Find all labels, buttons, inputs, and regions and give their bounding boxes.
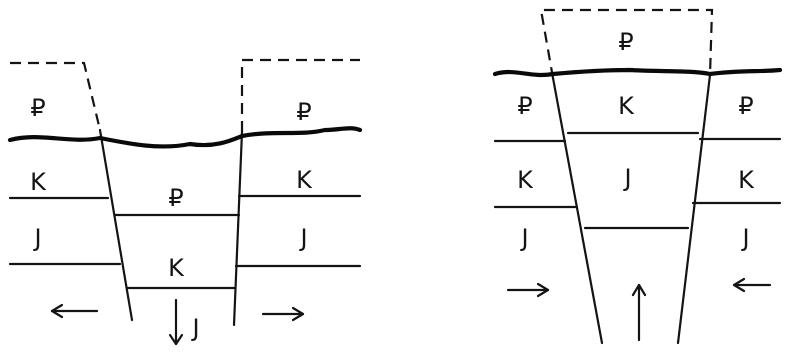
graben-label-k-right: K — [296, 166, 313, 194]
horst-unconformity — [495, 70, 780, 75]
graben-label-j-right: J — [298, 224, 307, 252]
horst-arrow-right — [508, 284, 548, 296]
graben-arrow-down — [170, 300, 182, 344]
graben-label-j-left: J — [32, 224, 41, 252]
horst-label-j-center: J — [622, 164, 631, 192]
graben-label-k-center: K — [168, 254, 185, 282]
graben-diagram: ₽ ₽ ₽ K K K J J J — [10, 60, 360, 344]
horst-label-p-top: ₽ — [618, 28, 633, 56]
horst-fault-right — [678, 75, 710, 343]
horst-label-p-right: ₽ — [738, 92, 753, 120]
horst-diagram: ₽ ₽ ₽ K K K J J J — [495, 10, 780, 343]
horst-label-p-left: ₽ — [517, 92, 532, 120]
horst-fault-left — [553, 78, 602, 343]
graben-label-p-right: ₽ — [296, 98, 311, 126]
horst-label-k-left: K — [517, 166, 534, 194]
horst-arrow-left — [734, 279, 770, 291]
graben-arrow-right — [263, 308, 303, 320]
graben-eroded-surface-left — [10, 63, 100, 130]
graben-label-p-center: ₽ — [168, 184, 183, 212]
graben-unconformity — [10, 128, 360, 146]
horst-label-j-left: J — [519, 224, 528, 252]
graben-label-k-left: K — [30, 168, 47, 196]
graben-fault-left — [100, 130, 132, 320]
graben-arrow-left — [52, 305, 97, 317]
graben-label-p-left: ₽ — [30, 94, 45, 122]
horst-label-k-right: K — [738, 166, 755, 194]
graben-fault-right — [234, 132, 242, 325]
horst-arrow-up — [633, 285, 645, 340]
horst-label-j-right: J — [740, 224, 749, 252]
horst-label-k-center: K — [618, 92, 635, 120]
graben-label-j-bottom: J — [190, 314, 199, 342]
